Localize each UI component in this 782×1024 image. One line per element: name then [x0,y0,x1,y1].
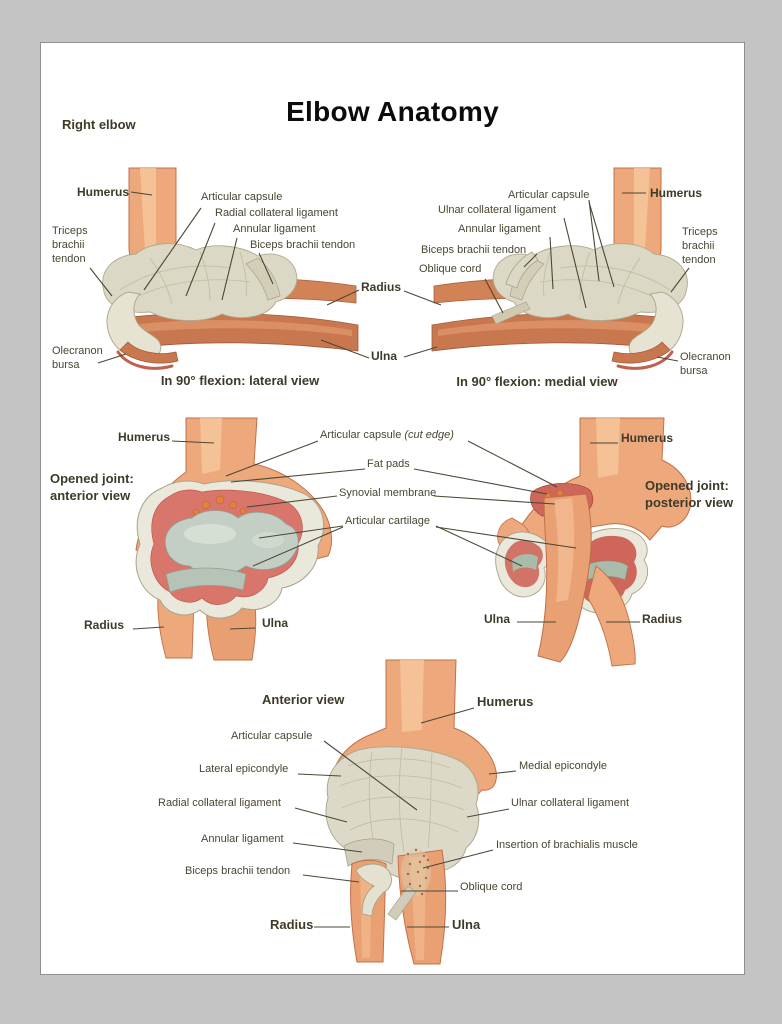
label-radius-anterior: Radius [270,917,314,932]
label-radius-flexion: Radius [361,280,402,294]
trochlear-notch-cartilage-shape [165,567,247,593]
humerus-highlight [596,418,620,478]
label-olecranon-bursa-lateral: Olecranon bursa [52,345,103,371]
biceps-tendon-shape [355,863,392,917]
humerus-highlight [200,418,222,474]
label-radius-opened-posterior: Radius [642,612,683,626]
label-radius-opened-anterior: Radius [84,618,125,632]
humerus-highlight [400,660,424,732]
oblique-cord-shape [491,301,531,325]
label-anterior-view: Anterior view [262,692,345,707]
label-ulnar-collateral-ligament-anterior: Ulnar collateral ligament [511,797,629,809]
label-synovial-membrane: Synovial membrane [339,487,437,499]
label-olecranon-bursa-medial: Olecranon bursa [680,351,731,377]
page-title: Elbow Anatomy [286,96,499,127]
label-fat-pads: Fat pads [367,458,410,470]
label-humerus-anterior: Humerus [477,694,534,709]
cut-edge-text: (cut edge) [404,429,454,441]
articular-cartilage-shape [512,554,538,572]
oblique-cord-shape [387,885,417,921]
brachialis-insertion-area [401,848,431,896]
label-medial-epicondyle: Medial epicondyle [519,760,608,772]
leader-lines [89,191,690,928]
caption-medial-view: In 90° flexion: medial view [456,374,618,389]
label-insertion-of-brachialis-muscle: Insertion of brachialis muscle [496,839,638,851]
label-ulnar-collateral-ligament: Ulnar collateral ligament [438,204,556,216]
label-humerus-lateral: Humerus [76,185,129,199]
label-annular-ligament-anterior: Annular ligament [201,833,284,845]
label-ulna-anterior: Ulna [452,917,481,932]
label-lateral-epicondyle: Lateral epicondyle [199,763,289,775]
fat-pads-shape [192,495,247,516]
side-label: Right elbow [62,117,136,132]
label-ulna-opened-posterior: Ulna [484,612,511,626]
articular-cartilage-shape [579,560,629,583]
label-annular-ligament-medial: Annular ligament [458,223,541,235]
label-oblique-cord-medial: Oblique cord [419,263,482,275]
cartilage-highlight [252,532,284,548]
label-biceps-brachii-tendon-anterior: Biceps brachii tendon [185,865,291,877]
ligament-fibers [339,747,465,853]
radius-shape [587,565,636,667]
label-ulna-opened-anterior: Ulna [262,616,289,630]
label-humerus-opened-anterior: Humerus [118,430,171,444]
opened-posterior-figure [495,417,692,667]
cartilage-highlight [184,524,236,544]
label-biceps-brachii-tendon-medial: Biceps brachii tendon [421,244,527,256]
label-triceps-brachii-tendon-medial: Triceps brachii tendon [682,226,718,266]
label-radial-collateral-ligament-anterior: Radial collateral ligament [158,797,281,809]
label-opened-joint-anterior-view: Opened joint: anterior view [50,471,134,503]
articular-capsule-text: Articular capsule [320,429,402,441]
caption-lateral-view: In 90° flexion: lateral view [160,373,320,388]
label-articular-capsule-lateral: Articular capsule [201,191,283,203]
label-oblique-cord-anterior: Oblique cord [460,881,523,893]
label-biceps-brachii-tendon-lateral: Biceps brachii tendon [250,239,356,251]
label-radial-collateral-ligament: Radial collateral ligament [215,207,338,219]
label-articular-capsule-medial: Articular capsule [508,189,590,201]
label-annular-ligament-lateral: Annular ligament [233,223,316,235]
label-opened-joint-posterior-view: Opened joint: posterior view [645,478,734,510]
label-articular-cartilage: Articular cartilage [345,515,430,527]
label-humerus-opened-posterior: Humerus [621,431,674,445]
label-triceps-brachii-tendon-lateral: Triceps brachii tendon [52,225,88,265]
opened-anterior-figure [135,417,332,661]
label-ulna-flexion: Ulna [371,349,398,363]
label-articular-capsule-anterior: Articular capsule [231,730,313,742]
anterior-view-figure [325,659,497,965]
label-articular-capsule-cut-edge: Articular capsule (cut edge) [320,429,454,443]
label-humerus-medial: Humerus [650,186,703,200]
ulna-highlight [554,498,575,602]
